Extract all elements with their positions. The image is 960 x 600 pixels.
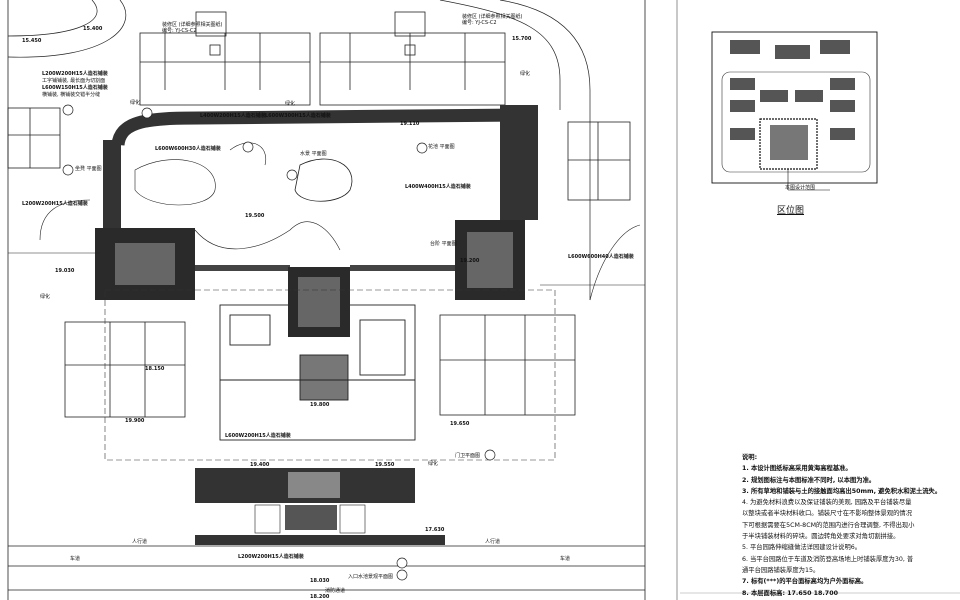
elevation-label: 15.400 bbox=[83, 26, 103, 32]
garden-path bbox=[194, 221, 341, 251]
detail-node-label: 水景 平面图 bbox=[300, 150, 327, 157]
pavilion-west bbox=[95, 228, 195, 300]
elevation-label: 19.400 bbox=[250, 462, 270, 468]
detail-node-label: 台阶 平面图 bbox=[430, 240, 457, 247]
elevation-label: 19.800 bbox=[310, 402, 330, 408]
elevation-label: 18.200 bbox=[310, 594, 330, 600]
detail-node-label: 入口水池景观平面图 bbox=[348, 573, 393, 580]
road-curve bbox=[499, 0, 591, 300]
paving-callout: L200W200H15人造石铺装 bbox=[42, 70, 108, 77]
note-item: 于半块铺装材料的碎块。圆边转角处要求对角切割拼接。 bbox=[742, 533, 900, 541]
fire-lane-label: 消防通道 bbox=[325, 587, 345, 594]
note-item: 7. 标有(***)的平台面标高均为户外面标高。 bbox=[742, 578, 868, 586]
key-plan bbox=[711, 31, 878, 191]
notes-heading: 说明: bbox=[742, 454, 758, 461]
elevation-label: 19.500 bbox=[245, 213, 265, 219]
building-east bbox=[439, 314, 576, 416]
elevation-label: 19.110 bbox=[400, 121, 420, 127]
building-label: 装修区 (详细参照相关图纸) bbox=[162, 21, 223, 28]
building-north-west bbox=[139, 11, 311, 106]
design-notes: 说明: 1. 本设计图纸标高采用黄海高程基准。 2. 规划图标注与本图标准不同时… bbox=[742, 452, 952, 599]
road-curve bbox=[39, 199, 91, 241]
paving-callout: L600W200H15人造石铺装 bbox=[225, 432, 291, 439]
paving-callout: L200W200H15人造石铺装 bbox=[22, 200, 88, 207]
elevation-label: 18.150 bbox=[145, 366, 165, 372]
lawn-area bbox=[134, 159, 216, 206]
elevation-label: 19.030 bbox=[55, 268, 75, 274]
building-code: 编号: YJ-CS-C2 bbox=[162, 27, 197, 34]
entrance-plaza bbox=[195, 468, 445, 545]
road-curve bbox=[7, 0, 127, 58]
elevation-label: 18.030 bbox=[310, 578, 330, 584]
detail-node-label: 门卫平面图 bbox=[455, 452, 480, 459]
note-item: 3. 所有草地和铺装与土的接触面均高出50mm, 避免积水和泥土流失。 bbox=[742, 487, 942, 495]
elevation-label: 19.900 bbox=[125, 418, 145, 424]
building-code: 编号: YJ-CS-C2 bbox=[462, 19, 497, 26]
note-item: 8. 本层面标高: 17.650 18.700 bbox=[742, 589, 838, 597]
building-label: 装修区 (详细参照相关图纸) bbox=[462, 13, 523, 20]
detail-node-label: 坐凳 平面图 bbox=[75, 165, 102, 172]
note-item: 1. 本设计图纸标高采用黄海高程基准。 bbox=[742, 465, 852, 473]
paving-callout: L600W600H30人造石铺装 bbox=[155, 145, 221, 152]
water-feature bbox=[294, 158, 353, 202]
building-north-east bbox=[319, 11, 506, 106]
paved-walkway bbox=[111, 108, 521, 147]
paving-callout: L400W200H15人造石铺装 bbox=[200, 112, 266, 119]
garden-path bbox=[229, 142, 267, 166]
sidewalk-label: 人行道 bbox=[132, 538, 147, 545]
key-plan-title: 区位图 bbox=[777, 206, 805, 216]
building-east-small bbox=[567, 121, 631, 201]
elevation-label: 19.650 bbox=[450, 421, 470, 427]
detail-node-label: 花池 平面图 bbox=[428, 143, 455, 150]
paving-subcallout: 横铺装, 横铺装交错半分缝 bbox=[42, 91, 100, 98]
note-item: 6. 当平台园路位于车道及消防登高场地上时铺装厚度为30, 普 bbox=[742, 555, 914, 563]
green-label: 绿化 bbox=[428, 460, 438, 467]
road-label: 车道 bbox=[70, 555, 80, 562]
drawing-labels: 装修区 (详细参照相关图纸) 编号: YJ-CS-C2 装修区 (详细参照相关图… bbox=[22, 13, 634, 600]
note-item: 4. 为避免材料浪费以及保证铺装的美观, 园路及平台铺装尽量 bbox=[742, 499, 912, 507]
detail-node-markers bbox=[62, 104, 496, 581]
elevation-label: 15.700 bbox=[512, 36, 532, 42]
paved-walkway bbox=[500, 105, 538, 220]
paving-callout: L600W600H40人造石铺装 bbox=[568, 253, 634, 260]
pavilion-east bbox=[455, 220, 525, 300]
paving-callout: L400W400H15人造石铺装 bbox=[405, 183, 471, 190]
note-item: 下可根据需要在5CM-8CM的范围内进行合理调整, 不得出现小 bbox=[742, 521, 915, 529]
note-item: 2. 规划图标注与本图标准不同时, 以本图为准。 bbox=[742, 476, 876, 484]
building-west-small bbox=[7, 107, 61, 169]
note-item: 5. 平台园路伸缩缝做法详园建设计说明6。 bbox=[742, 544, 862, 552]
paving-subcallout: 工字铺铺装, 最长面为切割面 bbox=[42, 77, 105, 84]
paving-callout: L600W300H15人造石铺装 bbox=[265, 112, 331, 119]
building-west bbox=[64, 321, 186, 418]
elevation-label: 17.630 bbox=[425, 527, 445, 533]
elevation-label: 19.550 bbox=[375, 462, 395, 468]
elevation-label: 19.200 bbox=[460, 258, 480, 264]
green-label: 绿化 bbox=[285, 100, 295, 107]
note-item: 以整块或者半块材料收口。铺装尺寸在不影响整体景观的情况 bbox=[742, 510, 913, 518]
paving-callout: L600W150H15人造石铺装 bbox=[42, 84, 108, 91]
green-label: 绿化 bbox=[40, 293, 50, 300]
clubhouse-building bbox=[219, 304, 416, 441]
elevation-label: 15.450 bbox=[22, 38, 42, 44]
road-curve bbox=[439, 0, 561, 110]
road-curve bbox=[7, 0, 98, 37]
note-item: 通平台园路铺装厚度为15。 bbox=[742, 566, 820, 574]
sidewalk-label: 人行道 bbox=[485, 538, 500, 545]
key-plan-scope-label: 本图设计范围 bbox=[785, 185, 816, 191]
boundary-line bbox=[104, 289, 556, 461]
green-label: 绿化 bbox=[130, 99, 140, 106]
green-label: 绿化 bbox=[520, 70, 530, 77]
road-label: 车道 bbox=[560, 555, 570, 562]
pavilion-center bbox=[288, 267, 350, 337]
road-curve bbox=[589, 224, 641, 301]
paving-callout: L200W200H15人造石铺装 bbox=[238, 553, 304, 560]
